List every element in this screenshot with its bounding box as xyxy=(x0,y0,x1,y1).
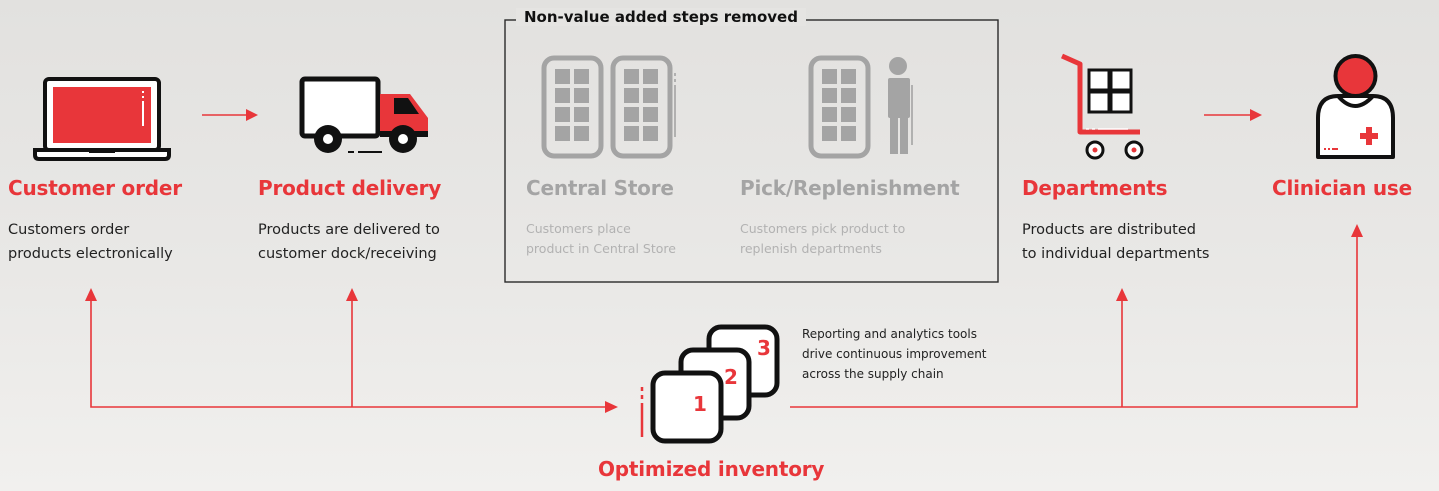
departments-title: Departments xyxy=(1022,176,1168,200)
customer-order-desc: Customers order products electronically xyxy=(8,222,173,262)
clinician-icon xyxy=(1316,54,1395,159)
product-delivery-title: Product delivery xyxy=(258,176,442,200)
hand-cart-icon xyxy=(1060,53,1144,160)
stack-number-2: 2 xyxy=(724,365,738,389)
product-delivery-desc: Products are delivered to customer dock/… xyxy=(258,222,440,262)
shelf-person-icon xyxy=(808,55,913,159)
analytics-note: Reporting and analytics tools drive cont… xyxy=(802,327,987,381)
storage-shelves-icon xyxy=(541,55,676,159)
removed-steps-label: Non-value added steps removed xyxy=(516,8,806,26)
optimized-inventory-title: Optimized inventory xyxy=(598,457,825,481)
clinician-use-title: Clinician use xyxy=(1272,176,1412,200)
stack-number-3: 3 xyxy=(757,336,771,360)
truck-icon xyxy=(299,76,428,153)
pick-replenishment-title: Pick/Replenishment xyxy=(740,176,960,200)
stack-number-1: 1 xyxy=(693,392,707,416)
central-store-title: Central Store xyxy=(526,176,674,200)
stacked-squares-icon: 3 2 1 xyxy=(640,324,780,444)
pick-replenishment-desc: Customers pick product to replenish depa… xyxy=(740,221,906,256)
central-store-desc: Customers place product in Central Store xyxy=(526,221,676,256)
departments-desc: Products are distributed to individual d… xyxy=(1022,222,1210,262)
laptop-icon xyxy=(33,77,171,161)
customer-order-title: Customer order xyxy=(8,176,182,200)
